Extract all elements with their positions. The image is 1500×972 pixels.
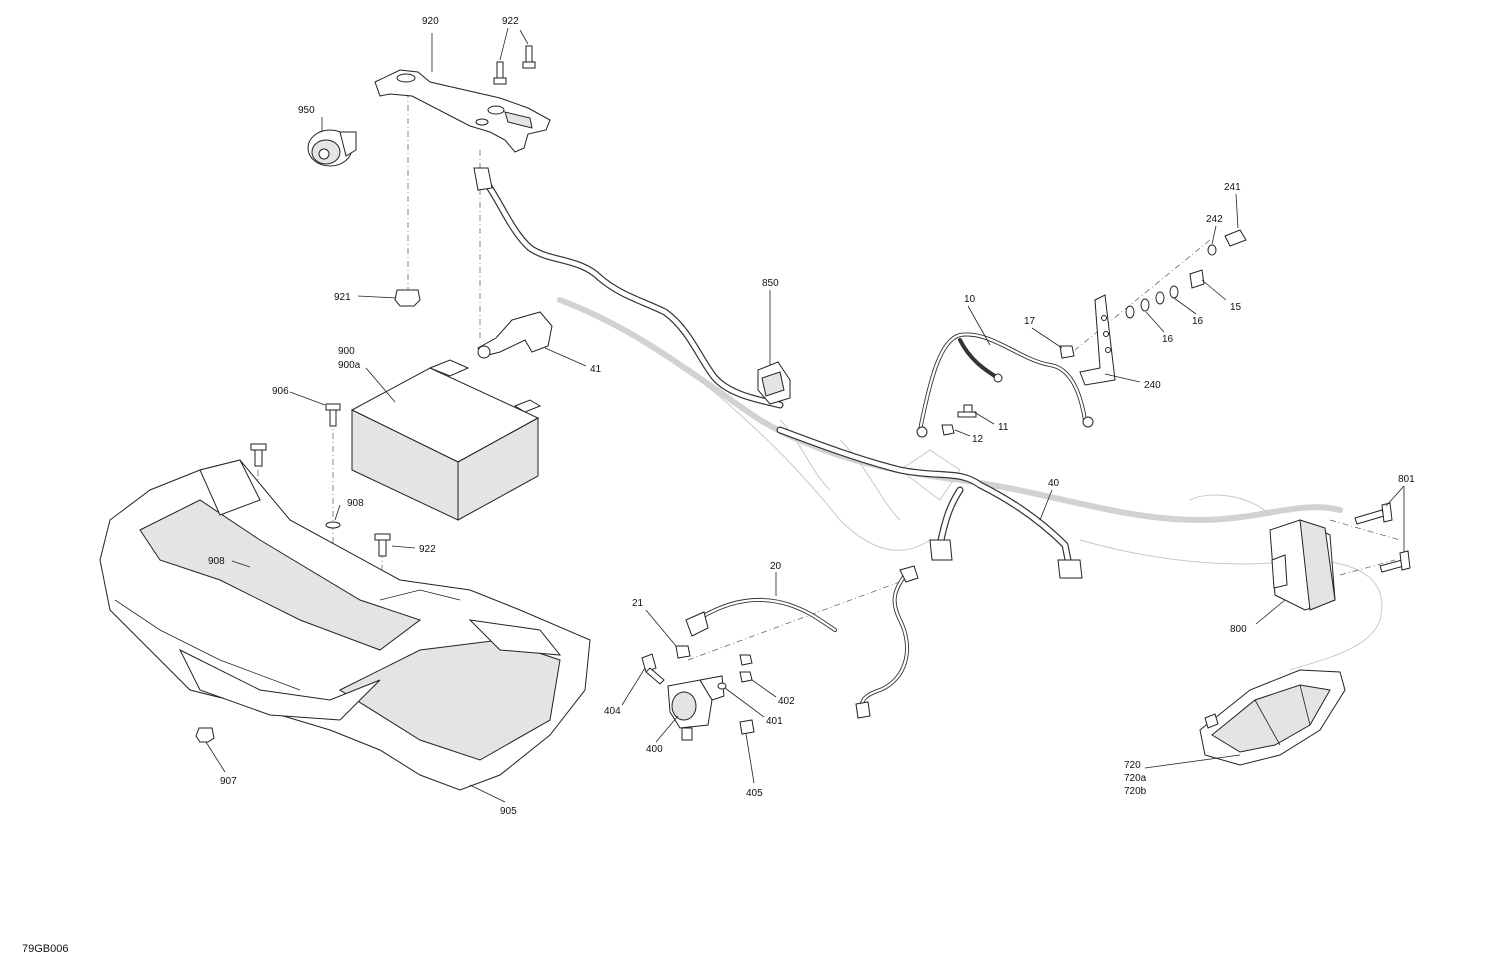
nut-12 <box>941 424 955 436</box>
callout-17: 17 <box>1024 316 1036 327</box>
washers-16 <box>1125 285 1179 319</box>
callout-40: 40 <box>1048 478 1060 489</box>
bolt-241 <box>1224 229 1247 247</box>
callout-20: 20 <box>770 561 782 572</box>
bolt-404 <box>641 653 665 685</box>
callout-908-lower: 908 <box>208 556 225 567</box>
cable-20 <box>685 597 837 637</box>
callout-907: 907 <box>220 776 237 787</box>
background-harness-outline <box>557 297 1383 671</box>
callout-922-tray: 922 <box>419 544 436 555</box>
nut-405 <box>739 719 755 735</box>
callout-905: 905 <box>500 806 517 817</box>
bolt-922 <box>493 45 536 85</box>
battery-cable-upper <box>473 167 784 409</box>
callout-800: 800 <box>1230 624 1247 635</box>
callout-720: 720 <box>1124 760 1141 771</box>
bolt-922-tray <box>374 533 391 557</box>
bolts-801 <box>1354 502 1411 573</box>
bracket-240 <box>1079 294 1116 386</box>
callout-21: 21 <box>632 598 644 609</box>
nut-17 <box>1059 345 1075 359</box>
callout-404: 404 <box>604 706 621 717</box>
connector-850 <box>757 361 791 405</box>
callout-41: 41 <box>590 364 602 375</box>
callout-921: 921 <box>334 292 351 303</box>
washer-242 <box>1207 244 1217 256</box>
callout-922: 922 <box>502 16 519 27</box>
callout-720a: 720a <box>1124 773 1147 784</box>
callout-906: 906 <box>272 386 289 397</box>
callout-15: 15 <box>1230 302 1242 313</box>
callout-920: 920 <box>422 16 439 27</box>
positive-cable <box>855 565 919 719</box>
callout-402: 402 <box>778 696 795 707</box>
callout-12: 12 <box>972 434 984 445</box>
callout-16-right: 16 <box>1192 316 1204 327</box>
callout-908-upper: 908 <box>347 498 364 509</box>
ground-cable-41 <box>477 311 553 359</box>
control-module-800 <box>1269 519 1336 611</box>
battery-900 <box>350 359 542 521</box>
power-socket-950 <box>307 129 357 167</box>
callout-leaders <box>205 27 1405 803</box>
nut-921 <box>394 289 421 307</box>
callout-900: 900 <box>338 346 355 357</box>
callout-16-left: 16 <box>1162 334 1174 345</box>
callout-405: 405 <box>746 788 763 799</box>
diagram-reference-code: 79GB006 <box>22 943 68 955</box>
callout-labels: 920 922 950 921 900 900a 41 906 908 922 … <box>22 16 1415 955</box>
callout-240: 240 <box>1144 380 1161 391</box>
nut-907 <box>195 727 215 743</box>
cable-10 <box>916 332 1094 438</box>
callout-241: 241 <box>1224 182 1241 193</box>
battery-tray-905 <box>99 459 591 791</box>
callout-400: 400 <box>646 744 663 755</box>
nuts-401-402 <box>717 654 753 690</box>
callout-850: 850 <box>762 278 779 289</box>
bolt-906 <box>250 403 341 467</box>
callout-950: 950 <box>298 105 315 116</box>
light-assembly-720 <box>1199 669 1346 766</box>
callout-242: 242 <box>1206 214 1223 225</box>
callout-720b: 720b <box>1124 786 1147 797</box>
hold-down-bracket-920 <box>374 69 551 153</box>
callout-401: 401 <box>766 716 783 727</box>
callout-801: 801 <box>1398 474 1415 485</box>
callout-900a: 900a <box>338 360 361 371</box>
callout-10: 10 <box>964 294 976 305</box>
harness-40 <box>776 426 1083 579</box>
bolt-15 <box>1189 269 1205 289</box>
cap-21 <box>675 645 691 659</box>
bolt-11 <box>957 404 977 418</box>
callout-11: 11 <box>998 422 1009 433</box>
solenoid-400 <box>667 675 725 741</box>
